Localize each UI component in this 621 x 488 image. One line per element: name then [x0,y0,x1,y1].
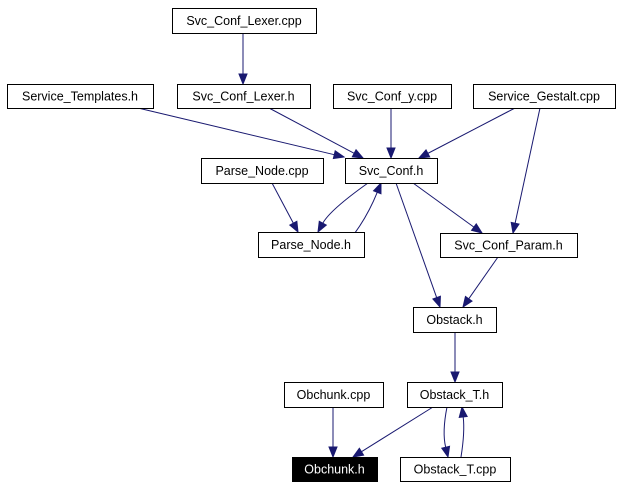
node-service-templates-h[interactable]: Service_Templates.h [7,84,154,109]
edge-line [460,416,465,458]
node-box[interactable] [177,84,311,109]
edge-service-templates-h-to-svc-conf-h [137,107,346,160]
arrowhead-icon [351,447,365,458]
node-svc-conf-lexer-cpp[interactable]: Svc_Conf_Lexer.cpp [172,8,317,34]
edge-line [468,256,499,300]
edge-line [137,107,335,156]
arrowhead-icon [510,221,520,235]
node-box[interactable] [201,158,324,184]
arrowhead-icon [238,73,248,86]
node-parse-node-h[interactable]: Parse_Node.h [258,232,365,258]
arrowhead-icon [450,371,460,384]
node-box[interactable] [407,382,503,408]
node-obstack-t-cpp[interactable]: Obstack_T.cpp [400,457,511,482]
node-svc-conf-h[interactable]: Svc_Conf.h [345,158,438,184]
edge-line [322,182,369,224]
edge-line [427,107,516,154]
node-obstack-t-h[interactable]: Obstack_T.h [407,382,503,408]
node-label: Obstack.h [426,313,482,327]
node-box[interactable] [333,84,452,109]
node-label: Parse_Node.h [271,238,351,252]
node-label: Svc_Conf_Param.h [454,239,562,253]
node-label: Svc_Conf_Lexer.h [192,90,294,104]
arrowhead-icon [351,148,365,159]
edge-service-gestalt-cpp-to-svc-conf-h [417,107,516,159]
edge-line [395,182,438,298]
node-obchunk-h[interactable]: Obchunk.h [292,457,378,482]
node-box[interactable] [413,307,497,333]
arrowhead-icon [332,149,346,160]
node-label: Obstack_T.h [420,388,490,402]
arrowhead-icon [328,446,338,459]
node-label: Parse_Node.cpp [215,164,308,178]
arrowhead-icon [470,223,484,234]
edge-svc-conf-lexer-h-to-svc-conf-h [268,107,365,159]
edge-obstack-t-h-to-obchunk-h [351,406,434,458]
edge-svc-conf-lexer-cpp-to-svc-conf-lexer-h [238,33,248,86]
node-label: Obstack_T.cpp [414,463,497,477]
node-service-gestalt-cpp[interactable]: Service_Gestalt.cpp [473,84,616,109]
edge-obstack-t-cpp-to-obstack-t-h [458,405,468,458]
node-label: Svc_Conf_y.cpp [347,90,437,104]
node-svc-conf-y-cpp[interactable]: Svc_Conf_y.cpp [333,84,452,109]
node-label: Service_Templates.h [22,90,138,104]
arrowhead-icon [386,147,396,160]
node-box[interactable] [284,382,384,408]
node-label: Svc_Conf_Lexer.cpp [186,14,301,28]
node-parse-node-cpp[interactable]: Parse_Node.cpp [201,158,324,184]
arrowhead-icon [288,220,299,234]
edge-line [271,182,294,224]
arrowhead-icon [462,295,473,309]
node-label: Service_Gestalt.cpp [488,90,600,104]
node-box[interactable] [172,8,317,34]
edge-obstack-t-h-to-obstack-t-cpp [440,406,451,459]
edge-svc-conf-h-to-obstack-h [395,182,441,309]
node-label: Obchunk.cpp [297,388,371,402]
node-label: Svc_Conf.h [359,164,424,178]
node-box[interactable] [473,84,616,109]
edge-line [361,406,434,453]
arrowhead-icon [317,220,328,234]
node-box[interactable] [345,158,438,184]
arrowhead-icon [417,148,431,159]
edge-svc-conf-h-to-parse-node-h [317,182,369,234]
edge-service-gestalt-cpp-to-svc-conf-param-h [510,107,541,235]
arrowhead-icon [440,445,451,459]
node-box[interactable] [440,233,578,258]
edge-obstack-h-to-obstack-t-h [450,332,460,384]
edge-svc-conf-h-to-svc-conf-param-h [412,182,484,234]
arrowhead-icon [458,405,468,418]
edge-line [443,406,448,448]
node-svc-conf-lexer-h[interactable]: Svc_Conf_Lexer.h [177,84,311,109]
edge-obchunk-cpp-to-obchunk-h [328,407,338,459]
node-box[interactable] [400,457,511,482]
node-box[interactable] [292,457,378,482]
node-obchunk-cpp[interactable]: Obchunk.cpp [284,382,384,408]
edge-line [514,107,541,224]
edge-line [268,107,355,154]
edge-line [412,182,475,228]
edge-parse-node-cpp-to-parse-node-h [271,182,299,234]
node-label: Obchunk.h [304,463,365,477]
edge-svc-conf-param-h-to-obstack-h [462,256,499,309]
node-box[interactable] [7,84,154,109]
arrowhead-icon [372,181,382,195]
node-obstack-h[interactable]: Obstack.h [413,307,497,333]
edge-svc-conf-y-cpp-to-svc-conf-h [386,108,396,160]
node-svc-conf-param-h[interactable]: Svc_Conf_Param.h [440,233,578,258]
node-box[interactable] [258,232,365,258]
arrowhead-icon [432,295,441,309]
